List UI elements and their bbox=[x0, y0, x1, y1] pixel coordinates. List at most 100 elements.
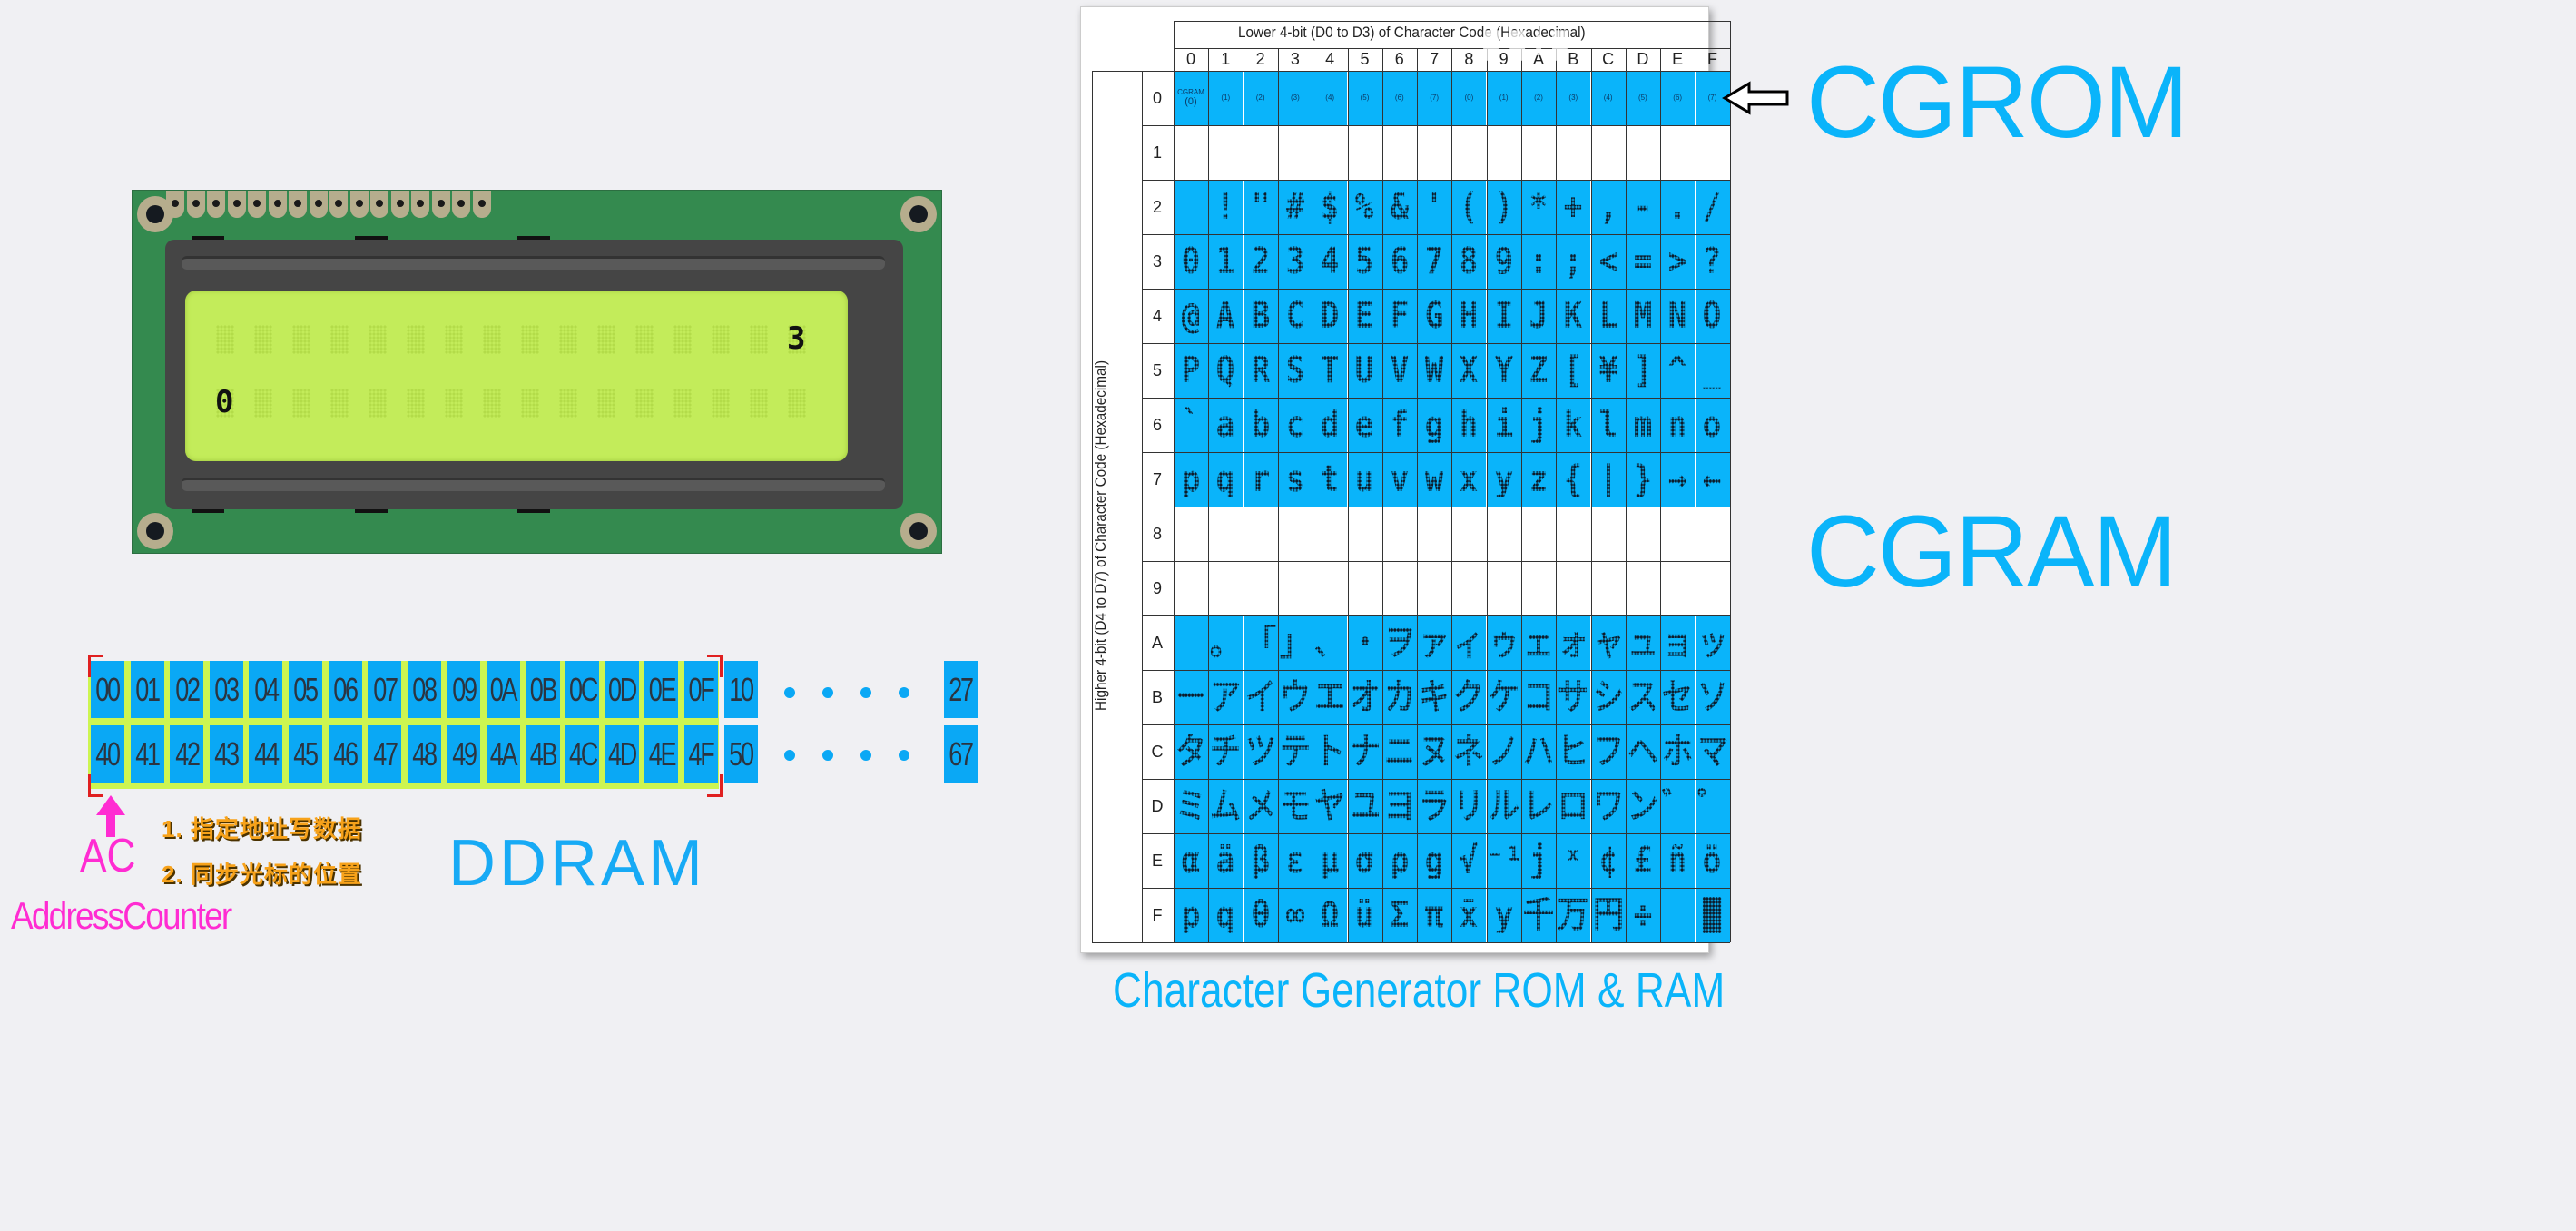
grid-line bbox=[1142, 234, 1730, 235]
char-glyph: チ bbox=[1210, 731, 1242, 773]
char-glyph: p bbox=[1181, 894, 1201, 936]
lcd-char-cell bbox=[216, 325, 234, 354]
table-cell: ッ bbox=[1695, 616, 1730, 670]
char-glyph: e bbox=[1355, 404, 1374, 446]
table-cell: g bbox=[1417, 398, 1452, 452]
table-cell bbox=[1556, 561, 1591, 616]
ddram-cell: 0C bbox=[565, 661, 600, 718]
char-glyph: j bbox=[1529, 404, 1549, 446]
table-cell: ュ bbox=[1625, 616, 1660, 670]
char-glyph: サ bbox=[1558, 676, 1589, 718]
table-cell: l bbox=[1590, 398, 1626, 452]
cgram-slot-label: (7) bbox=[1430, 94, 1439, 103]
char-glyph: E bbox=[1355, 295, 1374, 337]
char-glyph: ヘ bbox=[1627, 731, 1658, 773]
char-glyph: g bbox=[1424, 840, 1444, 881]
char-glyph: c bbox=[1285, 404, 1305, 446]
char-glyph: ロ bbox=[1558, 785, 1589, 827]
char-glyph: J bbox=[1529, 295, 1549, 337]
char-glyph: u bbox=[1355, 458, 1374, 500]
table-cell: d bbox=[1313, 398, 1348, 452]
char-glyph: ? bbox=[1703, 241, 1722, 282]
table-cell bbox=[1660, 125, 1696, 180]
table-cell: ˣ bbox=[1556, 833, 1591, 888]
table-cell bbox=[1174, 561, 1208, 616]
char-glyph: 「 bbox=[1244, 622, 1276, 664]
char-glyph: ン bbox=[1627, 785, 1658, 827]
char-glyph: _ bbox=[1703, 350, 1722, 391]
grid-line bbox=[1142, 289, 1730, 290]
table-cell: ー bbox=[1174, 670, 1208, 724]
table-cell bbox=[1381, 561, 1417, 616]
table-cell: C bbox=[1277, 289, 1313, 343]
cgram-slot-label: (5) bbox=[1360, 94, 1370, 103]
char-glyph: テ bbox=[1279, 731, 1311, 773]
char-glyph: ミ bbox=[1175, 785, 1206, 827]
table-cell bbox=[1381, 125, 1417, 180]
ddram-cell: 49 bbox=[447, 725, 481, 783]
char-glyph: M bbox=[1633, 295, 1653, 337]
table-cell bbox=[1208, 125, 1244, 180]
lcd-char-cell bbox=[788, 389, 806, 418]
bezel-slot bbox=[182, 478, 885, 491]
table-cell: ォ bbox=[1556, 616, 1591, 670]
ddram-cell: 46 bbox=[328, 725, 362, 783]
grid-line bbox=[1142, 888, 1730, 889]
table-cell: ク bbox=[1451, 670, 1487, 724]
pin bbox=[411, 191, 429, 218]
table-cell: ム bbox=[1208, 779, 1244, 833]
table-cell: @ bbox=[1174, 289, 1208, 343]
table-cell: ñ bbox=[1660, 833, 1696, 888]
char-glyph: k bbox=[1564, 404, 1583, 446]
char-glyph: ス bbox=[1627, 676, 1658, 718]
table-cell: N bbox=[1660, 289, 1696, 343]
char-glyph: P bbox=[1181, 350, 1201, 391]
column-header: 2 bbox=[1255, 50, 1265, 68]
char-glyph: ヒ bbox=[1558, 731, 1589, 773]
table-cell: π bbox=[1417, 888, 1452, 942]
table-cell: . bbox=[1660, 180, 1696, 234]
column-header: 3 bbox=[1290, 50, 1300, 68]
table-cell: ツ bbox=[1243, 724, 1278, 779]
table-cell: ヌ bbox=[1417, 724, 1452, 779]
grid-line bbox=[1277, 48, 1279, 942]
table-cell: ホ bbox=[1660, 724, 1696, 779]
char-glyph: ホ bbox=[1662, 731, 1694, 773]
grid-line bbox=[1590, 48, 1592, 942]
table-cell: フ bbox=[1590, 724, 1626, 779]
up-arrow-icon bbox=[96, 795, 125, 815]
table-cell: キ bbox=[1417, 670, 1452, 724]
char-glyph: ネ bbox=[1453, 731, 1485, 773]
cgram-slot-label: (0) bbox=[1464, 94, 1474, 103]
table-cell: [ bbox=[1556, 343, 1591, 398]
char-glyph: p bbox=[1181, 458, 1201, 500]
table-cell: 、 bbox=[1313, 616, 1348, 670]
table-cell: K bbox=[1556, 289, 1591, 343]
ddram-cell: 50 bbox=[723, 725, 758, 783]
table-cell: (4) bbox=[1313, 71, 1348, 125]
table-cell: : bbox=[1521, 234, 1556, 289]
table-cell: ⁻¹ bbox=[1486, 833, 1521, 888]
table-cell: ロ bbox=[1556, 779, 1591, 833]
row-header: 2 bbox=[1152, 198, 1162, 216]
char-glyph: N bbox=[1667, 295, 1687, 337]
char-glyph: ; bbox=[1564, 241, 1583, 282]
lcd-char-cell bbox=[712, 325, 730, 354]
table-cell: ¥ bbox=[1590, 343, 1626, 398]
table-cell: t bbox=[1313, 452, 1348, 507]
cgram-slot-label: (7) bbox=[1707, 94, 1717, 103]
table-cell: (1) bbox=[1486, 71, 1521, 125]
table-cell: マ bbox=[1695, 724, 1730, 779]
table-cell: e bbox=[1347, 398, 1382, 452]
table-cell: 4 bbox=[1313, 234, 1348, 289]
table-cell bbox=[1556, 125, 1591, 180]
table-cell: θ bbox=[1243, 888, 1278, 942]
char-glyph: ウ bbox=[1279, 676, 1311, 718]
char-glyph: 4 bbox=[1320, 241, 1340, 282]
table-cell: A bbox=[1208, 289, 1244, 343]
char-glyph: ˣ bbox=[1564, 840, 1583, 881]
char-glyph: ワ bbox=[1592, 785, 1624, 827]
lcd-char: 0 bbox=[215, 384, 234, 420]
char-glyph: ñ bbox=[1667, 840, 1687, 881]
table-cell: c bbox=[1277, 398, 1313, 452]
